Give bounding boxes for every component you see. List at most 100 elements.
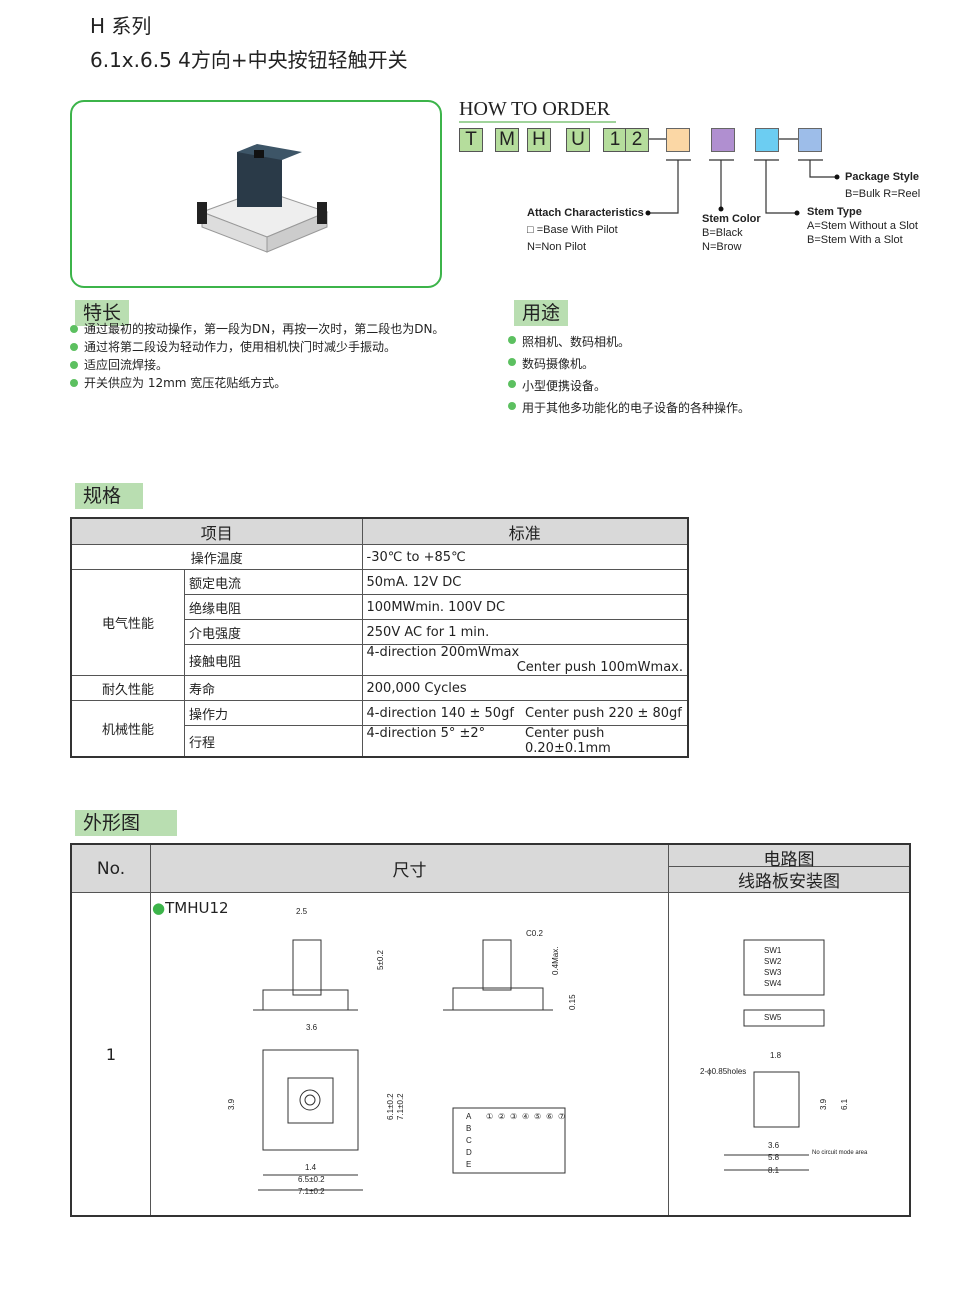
matrix-row-label: A <box>466 1112 472 1121</box>
switch-label: SW3 <box>764 968 782 977</box>
dim-label: 3.9 <box>227 1098 236 1110</box>
package-option-box <box>798 128 822 152</box>
feature-item: 通过将第二段设为轻动作力，使用相机快门时减少手振动。 <box>70 338 444 356</box>
spec-item: 行程 <box>184 725 363 758</box>
col-header: 标准 <box>361 517 689 545</box>
switch-label: SW5 <box>764 1013 782 1022</box>
matrix-row-label: B <box>466 1124 471 1133</box>
dim-label: 3.6 <box>306 1023 318 1032</box>
spec-value: Center push 0.20±0.1mm <box>525 726 611 756</box>
switch-label: SW1 <box>764 946 782 955</box>
pcb-label: 5.8 <box>768 1153 780 1162</box>
spec-item: 介电强度 <box>184 619 363 645</box>
code-box: T <box>459 128 483 152</box>
feature-item: 适应回流焊接。 <box>70 356 444 374</box>
use-item: 用于其他多功能化的电子设备的各种操作。 <box>508 397 750 419</box>
attach-option: N=Non Pilot <box>527 241 587 253</box>
code-box: U <box>566 128 590 152</box>
spec-group: 电气性能 <box>70 569 185 676</box>
dim-label: C0.2 <box>526 929 543 938</box>
package-style-option: B=Bulk R=Reel <box>845 188 921 200</box>
stem-type-title: Stem Type <box>807 206 862 218</box>
stem-color-option: B=Black <box>702 227 743 239</box>
spec-value: Center push 220 ± 80gf <box>525 705 682 721</box>
spec-heading: 规格 <box>75 483 143 509</box>
how-to-order-heading: HOW TO ORDER <box>459 98 617 123</box>
stem-color-title: Stem Color <box>702 213 761 225</box>
stem-type-option-box <box>755 128 779 152</box>
use-item: 照相机、数码相机。 <box>508 331 750 353</box>
spec-value: Center push 100mWmax. <box>516 660 683 675</box>
col-header: 尺寸 <box>150 843 669 893</box>
outline-heading: 外形图 <box>75 810 177 836</box>
product-title: 6.1x.6.5 4方向+中央按钮轻触开关 <box>90 48 408 72</box>
spec-value: 4-direction 140 ± 50gf <box>366 705 514 721</box>
spec-group: 机械性能 <box>70 700 185 758</box>
matrix-row-label: E <box>466 1160 471 1169</box>
dim-label: 1.4 <box>305 1163 317 1172</box>
order-connector-lines <box>645 138 840 216</box>
spec-item: 绝缘电阻 <box>184 594 363 620</box>
use-item: 数码摄像机。 <box>508 353 750 375</box>
pcb-label: 6.1 <box>840 1098 849 1110</box>
model-label: ●TMHU12 <box>152 899 229 917</box>
features-heading: 特长 <box>75 300 130 326</box>
spec-item: 寿命 <box>184 675 363 701</box>
spec-item: 额定电流 <box>184 569 363 595</box>
matrix-col-label: ① <box>486 1112 493 1121</box>
spec-value: 50mA. 12V DC <box>361 569 689 595</box>
matrix-row-label: C <box>466 1136 472 1145</box>
stem-color-option: N=Brow <box>702 241 742 253</box>
spec-value: 250V AC for 1 min. <box>361 619 689 645</box>
spec-item: 接触电阻 <box>184 644 363 676</box>
circuit-drawing: SW1 SW2 SW3 SW4 SW5 2-ϕ0.85holes 1.8 3.6… <box>700 939 868 1175</box>
spec-value: 4-direction 200mWmax <box>366 645 520 660</box>
matrix-row-label: D <box>466 1148 472 1157</box>
stem-type-option: A=Stem Without a Slot <box>807 220 918 232</box>
spec-value: -30℃ to +85℃ <box>361 544 689 570</box>
pcb-label: 8.1 <box>768 1166 780 1175</box>
spec-item: 操作力 <box>184 700 363 726</box>
code-box: H <box>527 128 551 152</box>
attach-option: □ =Base With Pilot <box>527 224 618 236</box>
col-header: 线路板安装图 <box>738 872 840 892</box>
stem-color-option-box <box>711 128 735 152</box>
dim-label: 5±0.2 <box>376 949 385 970</box>
spec-value: 4-direction 5° ±2° <box>366 726 486 741</box>
outline-table: No.尺寸 电路图线路板安装图 1 <box>70 843 911 1217</box>
attach-title: Attach Characteristics <box>527 207 644 219</box>
code-box: 2 <box>625 128 649 152</box>
use-item: 小型便携设备。 <box>508 375 750 397</box>
switch-label: SW4 <box>764 979 782 988</box>
col-header: No. <box>70 843 151 893</box>
spec-value: 200,000 Cycles <box>361 675 689 701</box>
switch-label: SW2 <box>764 957 782 966</box>
matrix-col-label: ② <box>498 1112 505 1121</box>
feature-item: 开关供应为 12mm 宽压花贴纸方式。 <box>70 374 444 392</box>
package-style-title: Package Style <box>845 171 919 183</box>
product-photo <box>70 100 442 288</box>
stem-type-option: B=Stem With a Slot <box>807 234 903 246</box>
dim-label: 6.1±0.2 <box>386 1093 395 1120</box>
pcb-label: 1.8 <box>770 1051 782 1060</box>
col-header: 项目 <box>70 517 363 545</box>
matrix-col-label: ③ <box>510 1112 517 1121</box>
matrix-col-label: ⑤ <box>534 1112 541 1121</box>
code-box: 1 <box>603 128 627 152</box>
spec-group: 耐久性能 <box>70 675 185 701</box>
uses-heading: 用途 <box>514 300 569 326</box>
dim-label: 2.5 <box>296 907 308 916</box>
matrix-col-label: ④ <box>522 1112 529 1121</box>
dim-label: 7.1±0.2 <box>298 1187 325 1196</box>
dim-label: 7.1±0.2 <box>396 1093 405 1120</box>
model-name: TMHU12 <box>165 899 229 917</box>
matrix-col-label: ⑥ <box>546 1112 553 1121</box>
dimension-drawing: 2.5 5±0.2 3.6 C0.2 0.4Max. 0.15 6.1±0.2 … <box>227 907 577 1196</box>
series-label: H 系列 <box>90 14 152 38</box>
pcb-label: No circuit mode area <box>812 1150 868 1156</box>
spec-value: 100MWmin. 100V DC <box>361 594 689 620</box>
code-box: M <box>495 128 519 152</box>
feature-item: 通过最初的按动操作，第一段为DN，再按一次时，第二段也为DN。 <box>70 320 444 338</box>
row-number: 1 <box>70 892 151 1217</box>
